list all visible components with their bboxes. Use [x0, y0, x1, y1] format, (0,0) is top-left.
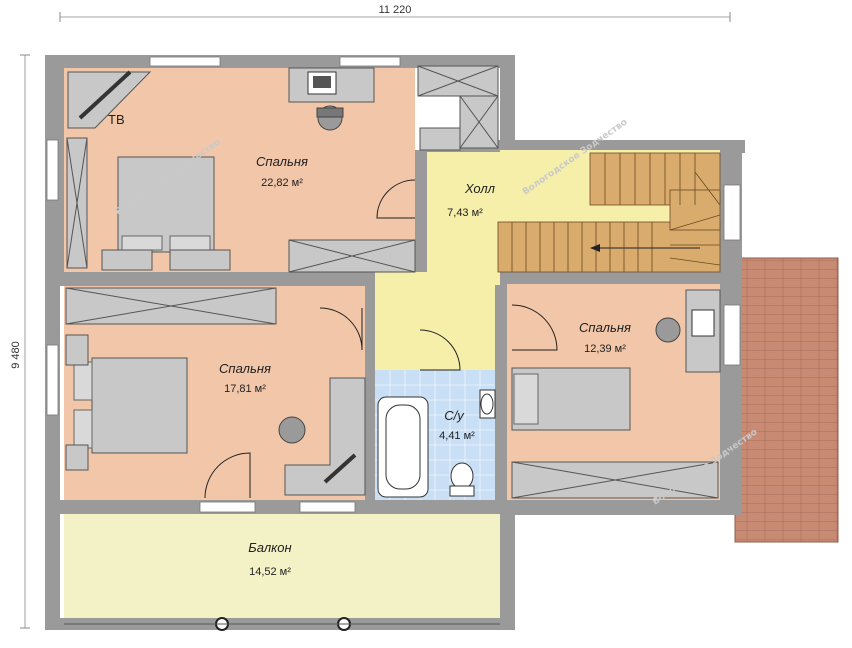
dresser-top — [288, 239, 416, 273]
height-label: 9 480 — [10, 341, 22, 369]
terrace — [734, 257, 839, 543]
tv-stand: ТВ — [67, 70, 152, 129]
door-bathroom — [419, 329, 461, 371]
toilet — [449, 462, 475, 497]
single-bed-right — [511, 367, 631, 431]
windows — [46, 56, 741, 513]
double-bed-left — [65, 334, 188, 471]
desk-top — [288, 67, 375, 131]
bathroom-area: 4,41 м² — [439, 430, 475, 442]
wardrobe-top-right — [417, 65, 499, 151]
balcony-floor — [64, 514, 500, 618]
door-top-bedroom — [376, 179, 416, 219]
bedroom-right-area: 12,39 м² — [584, 343, 626, 355]
tv-label: ТВ — [108, 112, 125, 127]
bathtub — [377, 396, 429, 498]
hall-name: Холл — [464, 181, 496, 196]
bedroom-left-area: 17,81 м² — [224, 383, 266, 395]
walls — [45, 55, 745, 630]
bathroom-name: С/у — [444, 408, 465, 423]
staircase — [497, 152, 721, 273]
wardrobe-left-bedroom — [65, 287, 277, 325]
balcony-area: 14,52 м² — [249, 566, 291, 578]
sink — [479, 389, 496, 419]
hall-area: 7,43 м² — [447, 207, 483, 219]
door-balcony — [204, 452, 251, 499]
desk-right — [655, 289, 721, 373]
door-right-bedroom — [511, 304, 558, 351]
wardrobe-right-bedroom — [511, 461, 719, 499]
bedroom-left-name: Спальня — [219, 361, 271, 376]
height-dimension: 9 480 — [10, 54, 30, 629]
bedroom-top-name: Спальня — [256, 154, 308, 169]
bedroom-top-area: 22,82 м² — [261, 177, 303, 189]
bedroom-right-name: Спальня — [579, 320, 631, 335]
hall-lower-floor — [375, 285, 495, 370]
double-bed-top — [101, 156, 231, 271]
door-left-bedroom — [319, 307, 363, 351]
balcony-name: Балкон — [248, 540, 291, 555]
desk-left — [278, 377, 366, 496]
width-label: 11 220 — [379, 4, 412, 16]
width-dimension: 11 220 — [59, 4, 731, 22]
